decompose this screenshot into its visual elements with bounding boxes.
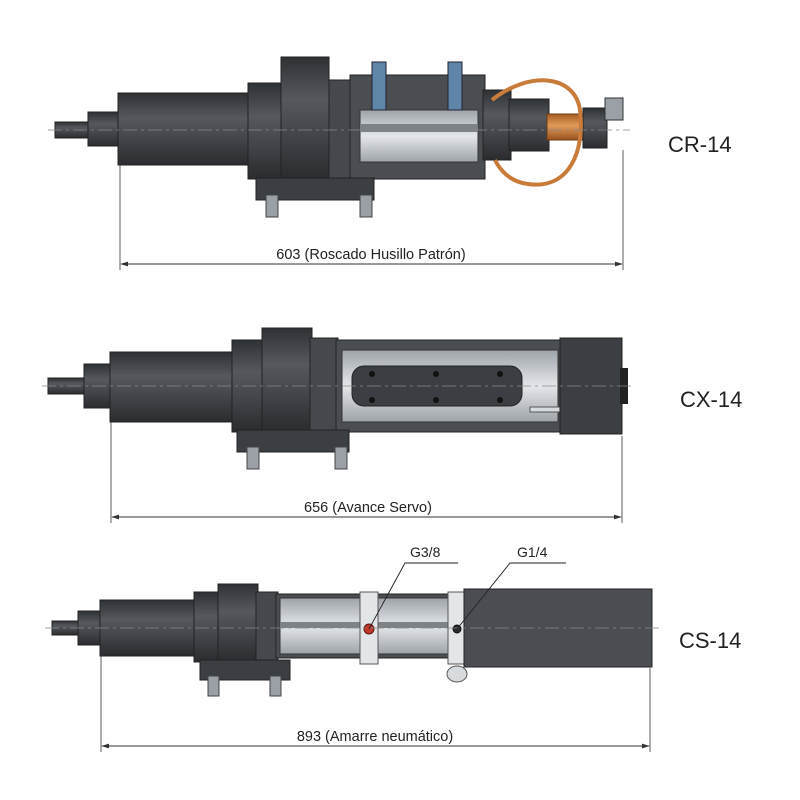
cx14-dimension-label: 656 (Avance Servo) (304, 500, 432, 516)
cx14-spindle-drawing (42, 327, 632, 470)
port-g38-leader (368, 562, 458, 630)
unit-cr14: 603 (Roscado Husillo Patrón) CR-14 (48, 56, 732, 270)
cx14-model-label: CX-14 (680, 387, 742, 412)
cs14-model-label: CS-14 (679, 628, 741, 653)
port-g14-leader (456, 562, 566, 630)
port-g14-label: G1/4 (517, 544, 548, 560)
port-g38-label: G3/8 (410, 544, 441, 560)
cr14-spindle-drawing (48, 56, 630, 218)
cs14-spindle-drawing (45, 583, 660, 697)
cs14-dimension-label: 893 (Amarre neumático) (297, 729, 453, 745)
cr14-dimension-label: 603 (Roscado Husillo Patrón) (276, 247, 465, 263)
unit-cx14: 656 (Avance Servo) CX-14 (42, 327, 742, 523)
cr14-model-label: CR-14 (668, 132, 732, 157)
unit-cs14: G3/8 G1/4 893 (Amarre neumático) CS-14 (45, 544, 741, 752)
